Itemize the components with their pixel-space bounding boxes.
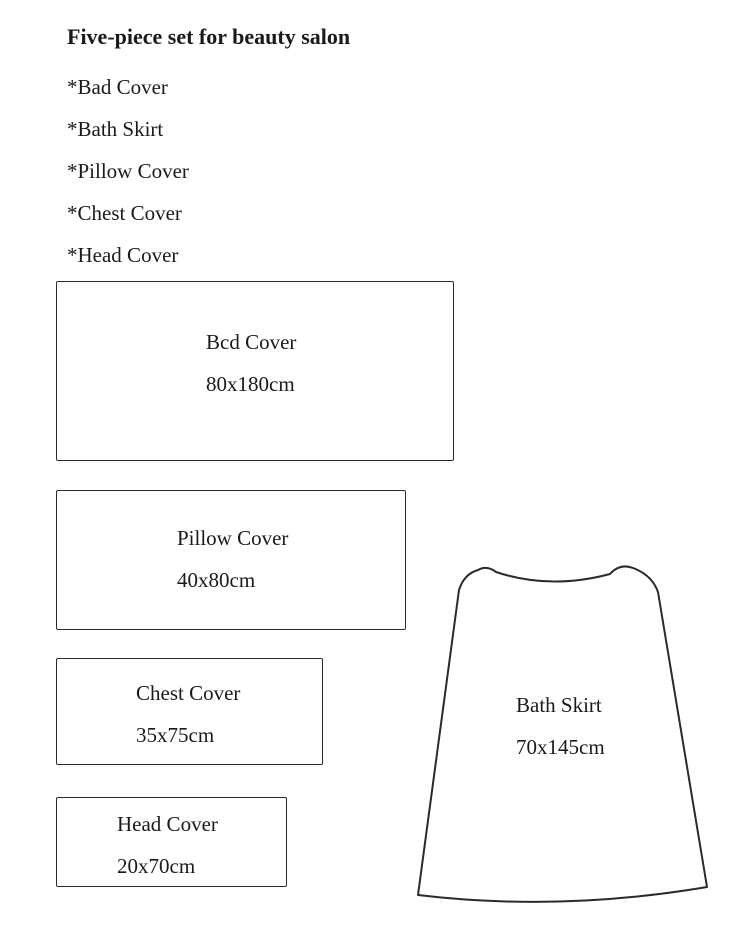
- list-item: *Head Cover: [67, 243, 179, 267]
- list-item: *Chest Cover: [67, 201, 182, 225]
- bed-cover-diagram: [56, 281, 454, 461]
- list-item: *Pillow Cover: [67, 159, 189, 183]
- head-cover-size: 20x70cm: [117, 854, 196, 878]
- pillow-cover-name: Pillow Cover: [177, 526, 289, 550]
- bath-skirt-name: Bath Skirt: [516, 693, 602, 717]
- pillow-cover-diagram: [56, 490, 406, 630]
- bed-cover-name: Bcd Cover: [206, 330, 297, 354]
- head-cover-diagram: [56, 797, 287, 887]
- bath-skirt-size: 70x145cm: [516, 735, 605, 759]
- bed-cover-size: 80x180cm: [206, 372, 295, 396]
- page-title: Five-piece set for beauty salon: [67, 24, 351, 49]
- list-item: *Bath Skirt: [67, 117, 164, 141]
- pillow-cover-size: 40x80cm: [177, 568, 256, 592]
- bath-skirt-outline: [417, 565, 708, 903]
- head-cover-name: Head Cover: [117, 812, 218, 836]
- chest-cover-diagram: [56, 658, 323, 765]
- list-item: *Bad Cover: [67, 75, 168, 99]
- chest-cover-name: Chest Cover: [136, 681, 241, 705]
- chest-cover-size: 35x75cm: [136, 723, 215, 747]
- piece-list: *Bad Cover *Bath Skirt *Pillow Cover *Ch…: [67, 66, 189, 276]
